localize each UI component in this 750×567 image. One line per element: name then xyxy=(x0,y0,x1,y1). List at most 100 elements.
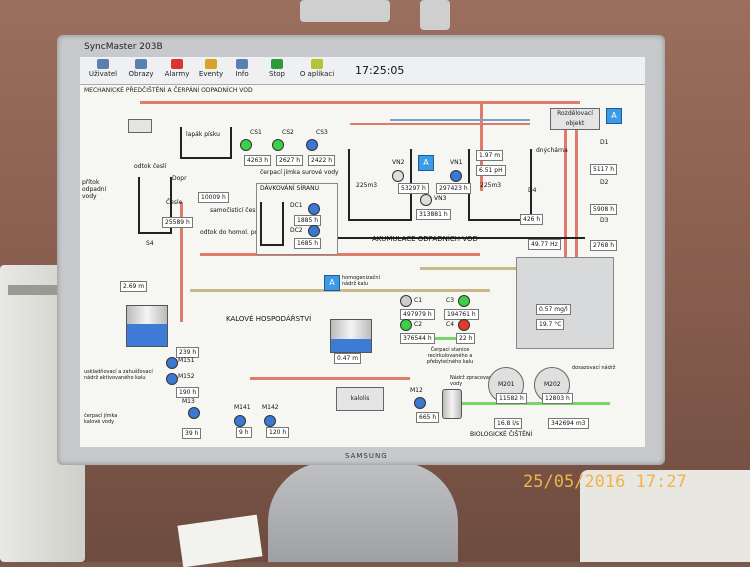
alarm-icon xyxy=(171,59,183,69)
m151-pump[interactable] xyxy=(166,357,178,369)
c4-pump[interactable] xyxy=(458,319,470,331)
homog-fill xyxy=(331,339,371,352)
d2-label: D2 xyxy=(600,179,609,186)
vn3-hours: 313881 h xyxy=(416,209,451,220)
vn1-hours: 297423 h xyxy=(436,183,471,194)
toolbar-stop-button[interactable]: Stop xyxy=(258,59,296,83)
desk-phone xyxy=(580,470,750,562)
m142-hours: 120 h xyxy=(266,427,290,438)
value: 313881 xyxy=(419,211,442,218)
value: 11582 xyxy=(499,395,519,402)
screen-label: odtok česlí xyxy=(134,163,167,170)
value: 12803 xyxy=(545,395,565,402)
value: 190 xyxy=(179,389,191,396)
pipe xyxy=(564,117,567,347)
dochanie-label: dnýchárna xyxy=(536,147,568,154)
c4-hours: 22 h xyxy=(456,333,476,344)
photo-timestamp: 25/05/2016 17:27 xyxy=(523,472,687,492)
c2-pump[interactable] xyxy=(400,319,412,331)
c1-hours: 497979 h xyxy=(400,309,435,320)
dc1-pump[interactable] xyxy=(308,203,320,215)
unit: °C xyxy=(554,321,562,328)
vn1-pump[interactable] xyxy=(450,170,462,182)
pipe xyxy=(190,289,490,292)
value: 49.77 xyxy=(531,241,549,248)
sand-trap-label: lapák písku xyxy=(186,131,220,138)
info-icon xyxy=(236,59,248,69)
auto-mode-badge[interactable]: A xyxy=(418,155,434,171)
c1-pump[interactable] xyxy=(400,295,412,307)
value: 297423 xyxy=(439,185,462,192)
m12-label: M12 xyxy=(410,387,423,394)
toolbar-label: O aplikaci xyxy=(299,70,335,78)
vn2-pump[interactable] xyxy=(392,170,404,182)
c1-label: C1 xyxy=(414,297,423,304)
value: 2.69 xyxy=(123,283,137,290)
unit: mg/l xyxy=(554,306,568,313)
m13-label: M13 xyxy=(182,398,195,405)
unit: h xyxy=(328,157,333,164)
m141-hours: 9 h xyxy=(236,427,252,438)
m202-hours: 12803 h xyxy=(542,393,573,404)
level-reading: 1.97 m xyxy=(476,150,504,161)
toolbar-images-button[interactable]: Obrazy xyxy=(122,59,160,83)
unit: h xyxy=(520,395,524,402)
volume2-label: 225m3 xyxy=(480,182,502,189)
c3-pump[interactable] xyxy=(458,295,470,307)
dc2-label: DC2 xyxy=(290,227,303,234)
value: 16.8 xyxy=(497,420,511,427)
storage-tank xyxy=(442,389,462,419)
cs2-pump[interactable] xyxy=(272,139,284,151)
pump-well-label: čerpací jímka surové vody xyxy=(260,169,339,176)
dc2-pump[interactable] xyxy=(308,225,320,237)
pipe xyxy=(575,117,578,347)
vn3-pump[interactable] xyxy=(420,194,432,206)
cs1-pump[interactable] xyxy=(240,139,252,151)
toolbar-about-button[interactable]: O aplikaci xyxy=(294,59,340,83)
toolbar-events-button[interactable]: Eventy xyxy=(192,59,230,83)
unit: h xyxy=(222,194,226,201)
value: 0.57 xyxy=(539,306,553,313)
m152-label: M152 xyxy=(178,373,195,380)
total-reading: 342694 m3 xyxy=(548,418,589,429)
cable-bundle-right xyxy=(420,0,450,30)
m12-pump[interactable] xyxy=(414,397,426,409)
value: 25589 xyxy=(165,219,185,226)
user-icon xyxy=(97,59,109,69)
cable-bundle xyxy=(300,0,390,22)
value: 194761 xyxy=(447,311,470,318)
outflow-label: odtok do homol. polska xyxy=(200,229,271,236)
pipe xyxy=(350,123,530,125)
value: 0.47 xyxy=(337,355,351,362)
auto-mode-badge[interactable]: A xyxy=(324,275,340,291)
doser-label: dosazovací nádrž xyxy=(572,365,616,371)
images-icon xyxy=(135,59,147,69)
d4-label: D4 xyxy=(528,187,537,194)
toolbar: Uživatel Obrazy Alarmy Eventy Info Stop … xyxy=(80,57,645,85)
unit: h xyxy=(536,216,541,223)
unit: h xyxy=(566,395,570,402)
unit: h xyxy=(471,311,476,318)
hz-reading: 49.77 Hz xyxy=(528,239,561,250)
m13-pump[interactable] xyxy=(188,407,200,419)
m152-pump[interactable] xyxy=(166,373,178,385)
homog-label: homogenizační nádrž kalu xyxy=(342,275,380,287)
cs2-label: CS2 xyxy=(282,129,294,136)
unit: h xyxy=(314,217,319,224)
value: 19.7 xyxy=(539,321,553,328)
d2-hours: 5908 h xyxy=(590,204,618,215)
m13-hours: 39 h xyxy=(182,428,202,439)
m142-pump[interactable] xyxy=(264,415,276,427)
pipe xyxy=(140,101,580,104)
m141-pump[interactable] xyxy=(234,415,246,427)
pipe xyxy=(460,402,610,405)
toolbar-alarms-button[interactable]: Alarmy xyxy=(158,59,196,83)
s4-label: S4 xyxy=(146,240,154,247)
cs3-pump[interactable] xyxy=(306,139,318,151)
m151-hours: 239 h xyxy=(176,347,200,358)
toolbar-info-button[interactable]: Info xyxy=(223,59,261,83)
unit: h xyxy=(192,349,197,356)
unit: Hz xyxy=(550,241,558,248)
toolbar-user-button[interactable]: Uživatel xyxy=(84,59,122,83)
auto-mode-badge[interactable]: A xyxy=(606,108,622,124)
